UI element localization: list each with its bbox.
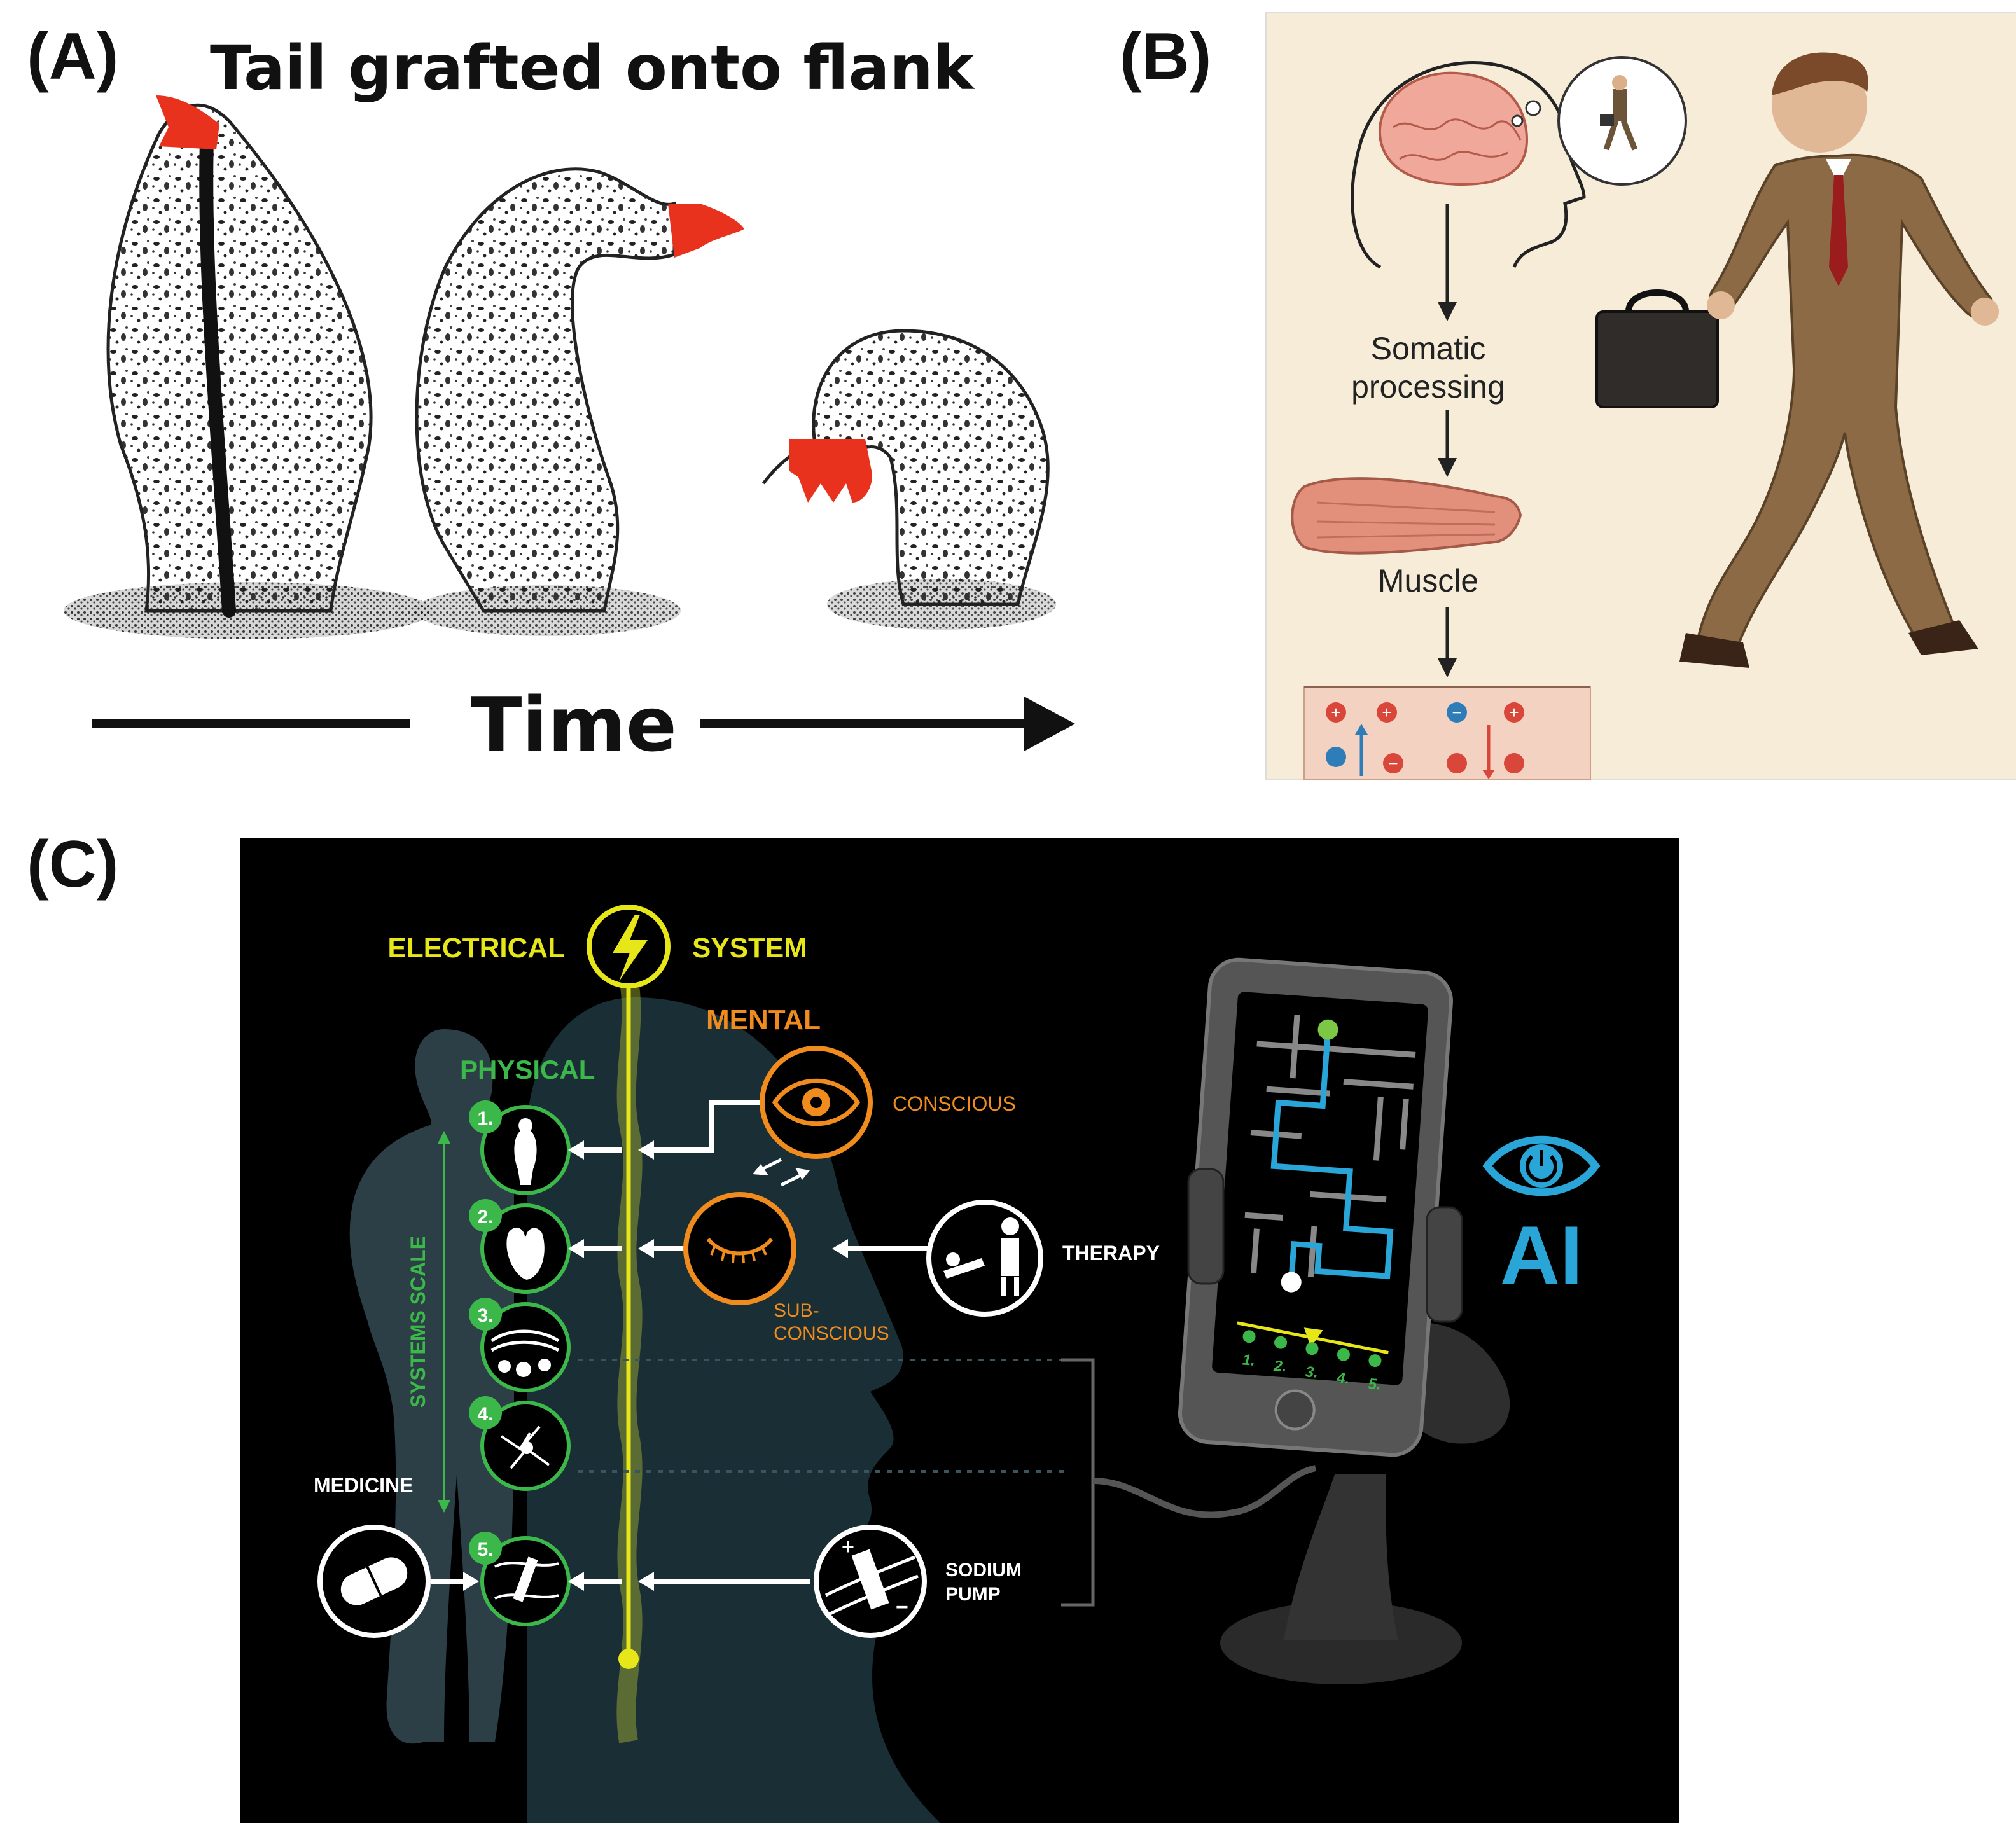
panel-b-illustration: Somatic processing Muscle + + − + − (1265, 12, 2016, 780)
svg-text:4.: 4. (477, 1404, 493, 1425)
route-end (1281, 1272, 1302, 1293)
svg-text:1.: 1. (477, 1108, 493, 1129)
time-arrowhead (1024, 697, 1075, 751)
system-label: SYSTEM (692, 932, 807, 964)
svg-text:−: − (1388, 754, 1398, 773)
medicine-label: MEDICINE (314, 1474, 413, 1497)
electrical-label: ELECTRICAL (387, 932, 565, 964)
graft-tip-1 (156, 95, 219, 149)
phone-step-5: 5. (1368, 1375, 1382, 1393)
time-label: Time (471, 681, 677, 768)
ai-eye-icon (1482, 1135, 1601, 1196)
phone-step-2: 2. (1272, 1357, 1287, 1375)
phone-cable (1092, 1465, 1317, 1518)
membrane-ions: + + − + − (1303, 686, 1591, 780)
route-start (1317, 1019, 1338, 1040)
somatic-processing-label-line2: processing (1351, 369, 1505, 405)
head-with-brain (1351, 61, 1586, 269)
panel-b-label: (B) (1120, 20, 1212, 94)
sodium-pump-label-2: PUMP (945, 1584, 1001, 1605)
phone-step-1: 1. (1242, 1352, 1256, 1369)
muscle-icon (1291, 477, 1522, 555)
panel-a-title: Tail grafted onto flank (210, 32, 975, 104)
graft-stage-3 (762, 329, 1056, 630)
subconscious-eye (683, 1192, 796, 1305)
spine-endpoint (618, 1649, 639, 1669)
muscle-label: Muscle (1378, 563, 1478, 599)
phone-slider-marker (1303, 1327, 1323, 1348)
scale-level-5: 5. (469, 1532, 571, 1626)
svg-text:2.: 2. (477, 1207, 493, 1228)
ai-label: AI (1500, 1209, 1583, 1301)
mental-label: MENTAL (706, 1004, 821, 1036)
svg-text:3.: 3. (477, 1305, 493, 1326)
panel-a-figure: Tail grafted onto flank Time (64, 32, 1075, 768)
svg-text:+: + (1382, 703, 1391, 722)
subconscious-label-1: SUB- (774, 1300, 819, 1321)
conscious-subconscious-arrows (753, 1158, 810, 1187)
sodium-pump-icon: + − (814, 1525, 927, 1638)
phone-home-button (1274, 1389, 1316, 1431)
svg-text:5.: 5. (477, 1539, 493, 1560)
svg-text:−: − (896, 1595, 908, 1619)
pill-icon (317, 1525, 431, 1638)
scale-level-4: 4. (469, 1396, 571, 1491)
phone-step-3: 3. (1305, 1364, 1319, 1382)
svg-text:+: + (842, 1535, 854, 1559)
physical-label: PHYSICAL (460, 1055, 595, 1085)
conscious-eye (760, 1046, 873, 1159)
graft-stage-1 (64, 95, 433, 639)
therapy-icon (926, 1200, 1043, 1317)
scale-level-3: 3. (469, 1298, 571, 1392)
electrical-spine (616, 976, 643, 1743)
phone: 1. 2. 3. 4. 5. (1178, 957, 1463, 1457)
walking-man (1595, 52, 1999, 668)
somatic-processing-label-line1: Somatic (1371, 331, 1486, 366)
lightning-icon (613, 915, 648, 981)
thought-bubble (1511, 56, 1687, 186)
graft-tip-3 (789, 439, 872, 503)
panel-c-label: (C) (27, 828, 119, 901)
arrows-physical (431, 1100, 928, 1591)
svg-text:+: + (1331, 703, 1340, 722)
systems-scale-label: SYSTEMS SCALE (407, 1236, 429, 1408)
sodium-pump-label-1: SODIUM (945, 1560, 1022, 1581)
phone-step-4: 4. (1335, 1369, 1350, 1387)
phone-stand (1220, 1322, 1510, 1684)
panel-c-infographic: ELECTRICAL SYSTEM MENTAL PHYSICAL SYSTEM… (240, 838, 1679, 1823)
graft-stage-2 (414, 167, 744, 636)
phone-route (1270, 1029, 1394, 1279)
svg-text:−: − (1452, 703, 1461, 722)
svg-text:+: + (1509, 703, 1519, 722)
graft-tip-2 (668, 204, 744, 258)
scale-level-1: 1. (469, 1100, 571, 1195)
subconscious-label-2: CONSCIOUS (774, 1323, 889, 1344)
conscious-label: CONSCIOUS (893, 1092, 1016, 1115)
therapy-label: THERAPY (1062, 1242, 1160, 1265)
panel-a-label: (A) (27, 20, 119, 94)
phone-map-grid (1244, 1014, 1416, 1278)
